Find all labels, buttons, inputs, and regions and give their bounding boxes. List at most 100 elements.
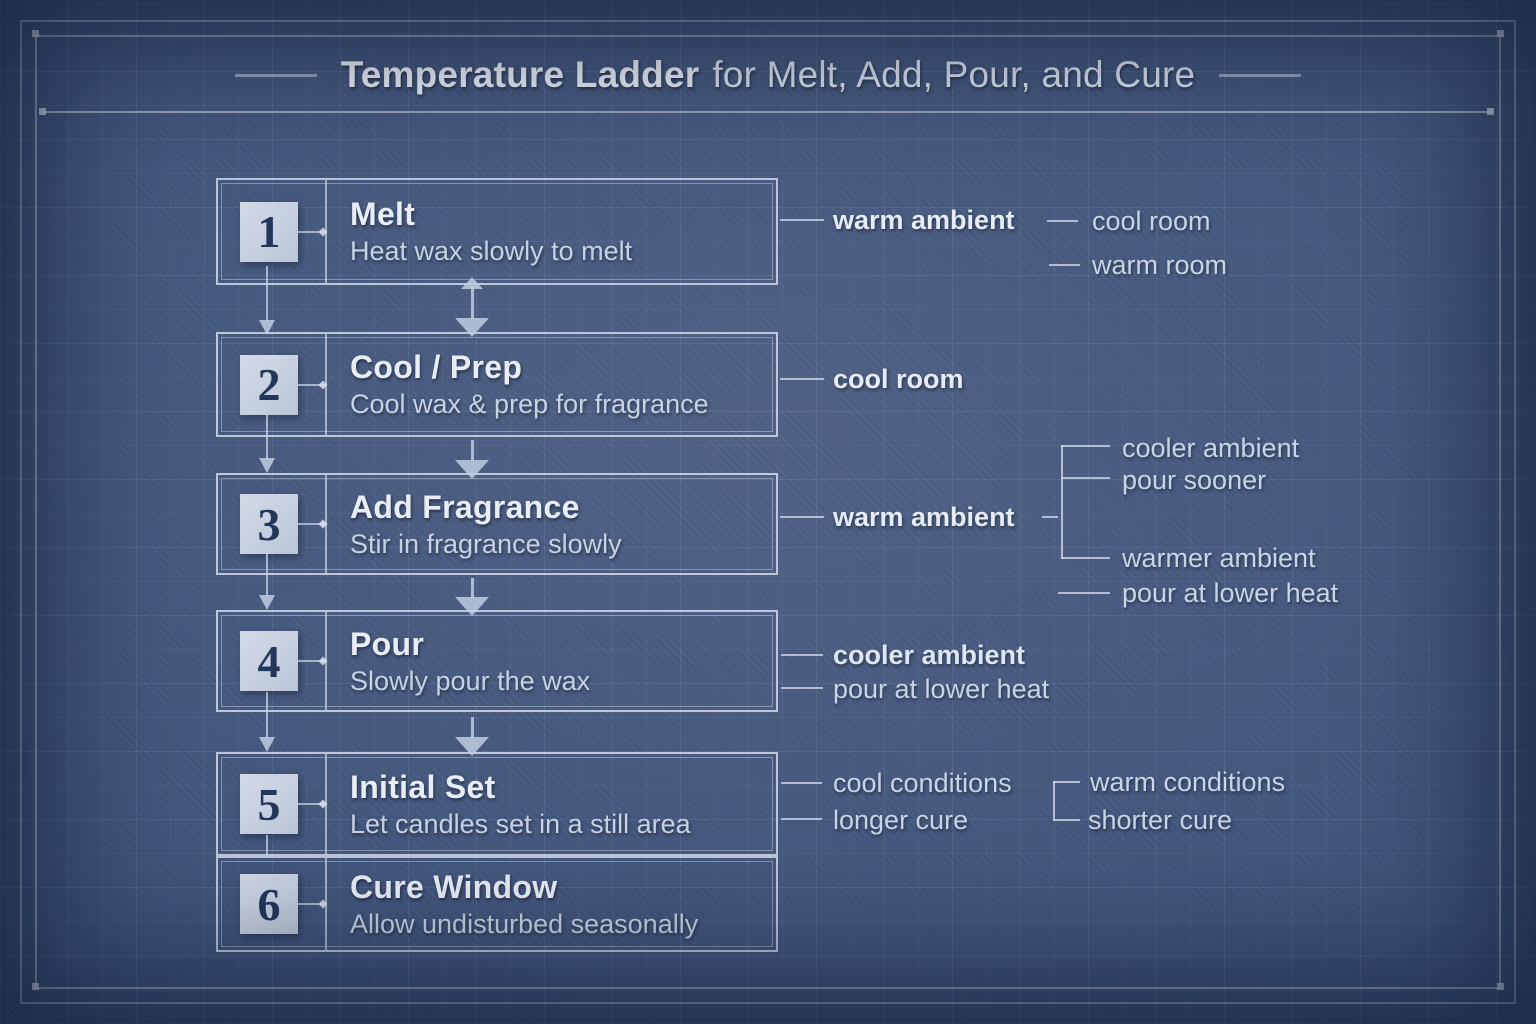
annotation-connector [781,818,822,820]
step-box-initial-set: 5 Initial Set Let candles set in a still… [216,752,778,856]
arrow-up-icon [461,277,483,289]
step-text: Add Fragrance Stir in fragrance slowly [350,475,622,573]
number-connector [298,383,326,386]
annotation-label: longer cure [833,805,969,835]
step-box-cool-prep: 2 Cool / Prep Cool wax & prep for fragra… [216,332,778,437]
step-text: Pour Slowly pour the wax [350,612,590,710]
step-box-pour: 4 Pour Slowly pour the wax [216,610,778,712]
page-title-rest: for Melt, Add, Pour, and Cure [712,54,1196,95]
annotation-dash [1058,592,1110,594]
underline-mark-left [39,108,46,115]
corner-mark [32,983,39,990]
frame-outer [20,20,1516,1004]
page-title: Temperature Ladder for Melt, Add, Pour, … [341,54,1196,96]
number-arrow-shaft [266,415,268,459]
arrow-down-icon [259,320,275,335]
number-connector [298,903,326,905]
annotation-label: cooler ambient [833,640,1026,670]
step-box-cure-window: 6 Cure Window Allow undisturbed seasonal… [216,856,778,952]
annotation-dash [1047,220,1078,222]
number-link-line [266,835,268,856]
annotation-branch: shorter cure [1088,805,1233,835]
step-title: Pour [350,625,425,662]
step-title: Cure Window [350,868,558,905]
corner-mark [1497,983,1504,990]
annotation-branch: cooler ambient [1122,433,1300,463]
arrow-down-icon [455,460,489,479]
annotation-connector [781,782,822,784]
step-title: Add Fragrance [350,488,580,525]
annotation-branch: warm room [1092,250,1228,280]
corner-mark [1497,30,1504,37]
step-description: Allow undisturbed seasonally [350,908,699,939]
number-connector [298,803,326,805]
bracket-tick [1053,819,1080,821]
title-row: Temperature Ladder for Melt, Add, Pour, … [0,54,1536,96]
annotation-label: pour at lower heat [833,674,1050,704]
arrow-down-icon [455,737,489,756]
step-number-badge: 4 [240,631,298,691]
step-description: Let candles set in a still area [350,808,691,839]
flow-arrow-shaft [471,578,474,598]
step-text: Cool / Prep Cool wax & prep for fragranc… [350,334,709,435]
arrow-down-icon [259,595,275,610]
annotation-connector [780,516,824,518]
flow-arrow-shaft [471,287,474,319]
annotation-connector [781,687,823,689]
annotation-branch: pour sooner [1122,465,1267,495]
number-arrow-shaft [266,692,268,738]
annotation-connector [780,219,824,221]
step-number-badge: 3 [240,494,298,554]
step-description: Cool wax & prep for fragrance [350,389,709,419]
step-text: Melt Heat wax slowly to melt [350,180,632,283]
title-dash-right [1219,73,1302,77]
flow-arrow-shaft [471,717,474,738]
arrow-down-icon [455,318,489,337]
annotation-branch: warmer ambient [1122,543,1316,573]
annotation-branch: cool room [1092,206,1211,236]
annotation-label: cool conditions [833,768,1012,798]
annotation-note: pour at lower heat [1122,578,1339,608]
number-arrow-shaft [266,266,268,322]
arrow-down-icon [259,458,275,473]
step-number-badge: 6 [240,874,298,934]
step-box-inner-border [221,478,773,570]
bracket-tick [1061,557,1110,559]
annotation-connector [781,654,823,656]
bracket-tick [1061,477,1110,479]
step-description: Slowly pour the wax [350,665,591,696]
step-box-melt: 1 Melt Heat wax slowly to melt [216,178,778,285]
number-arrow-shaft [266,551,268,596]
annotation-label: warm ambient [833,205,1015,235]
step-box-inner-border [221,615,773,707]
step-box-add-fragrance: 3 Add Fragrance Stir in fragrance slowly [216,473,778,575]
step-text: Cure Window Allow undisturbed seasonally [350,858,698,950]
title-underline [42,111,1492,113]
annotation-label: warm ambient [833,502,1015,532]
step-description: Stir in fragrance slowly [350,528,622,559]
bracket-line [1061,445,1063,559]
step-title: Melt [350,196,416,232]
arrow-down-icon [259,737,275,752]
bracket-tick [1053,781,1080,783]
step-text: Initial Set Let candles set in a still a… [350,754,691,854]
step-box-inner-border [221,183,773,280]
corner-mark [32,30,39,37]
title-dash-left [234,73,317,77]
step-box-inner-border [221,757,773,851]
number-connector [298,523,326,525]
arrow-down-icon [455,597,489,616]
number-connector [298,660,326,662]
step-title: Cool / Prep [350,349,523,385]
frame-inner [35,35,1501,989]
flow-arrow-shaft [471,440,474,461]
step-title: Initial Set [350,768,496,805]
bracket-line [1053,781,1055,821]
bracket-tick [1061,445,1110,447]
step-number-badge: 2 [240,354,298,415]
page-title-emphasis: Temperature Ladder [340,54,700,95]
step-box-inner-border [221,337,773,432]
step-box-inner-border [221,861,773,947]
annotation-connector [780,378,824,380]
